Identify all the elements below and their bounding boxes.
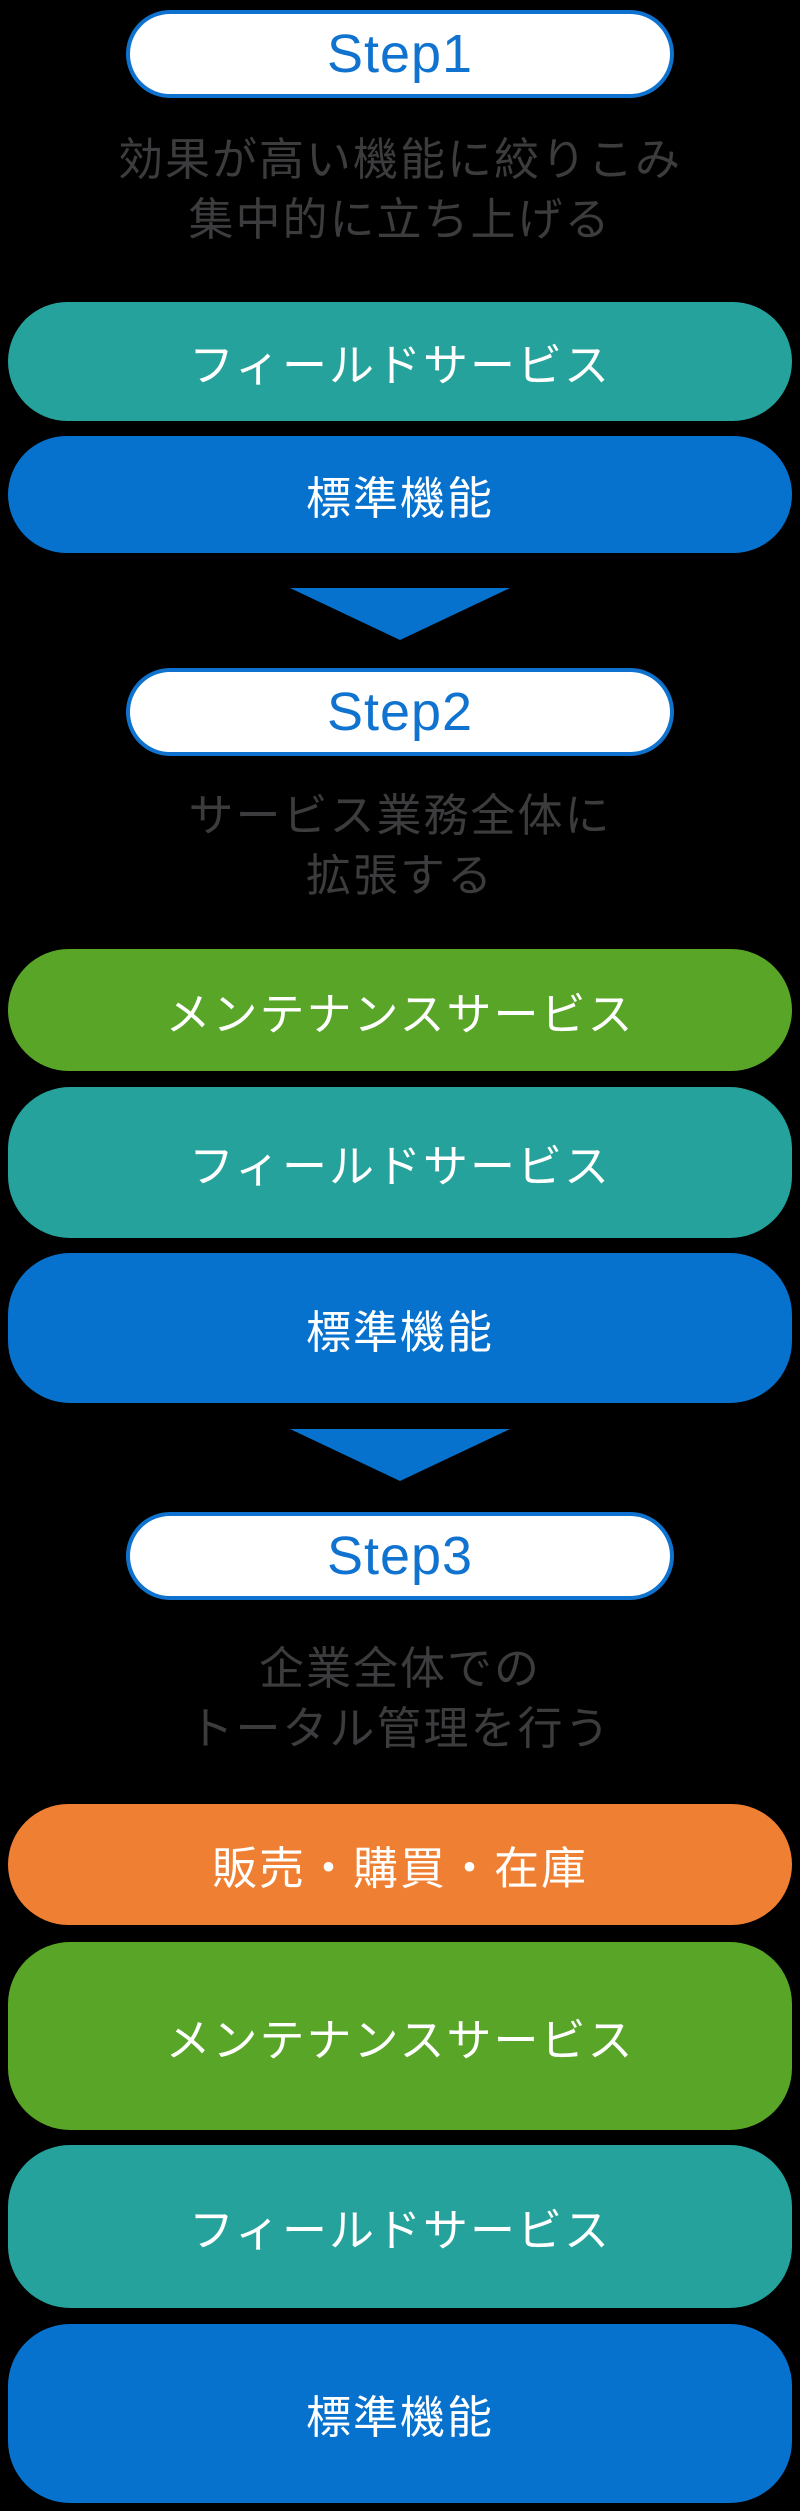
step3-description-line1: 企業全体での — [258, 1643, 541, 1694]
step3-badge: Step3 — [126, 1512, 674, 1600]
step3-layer-maintenance-service: メンテナンスサービス — [8, 1942, 792, 2130]
step1-layer-field-service-label: フィールドサービス — [188, 340, 612, 391]
step3-badge-label: Step3 — [326, 1526, 474, 1586]
step3-description-line2: トータル管理を行う — [188, 1703, 612, 1754]
step3-description: 企業全体での トータル管理を行う — [0, 1639, 800, 1759]
step3-layer-standard-functions-label: 標準機能 — [305, 2392, 494, 2443]
step2-description-line2: 拡張する — [305, 850, 494, 901]
step3-layer-standard-functions: 標準機能 — [8, 2324, 792, 2503]
step3-layer-field-service: フィールドサービス — [8, 2145, 792, 2308]
step1-layer-standard-functions: 標準機能 — [8, 436, 792, 553]
step2-badge-label: Step2 — [326, 682, 474, 742]
step2-description: サービス業務全体に 拡張する — [0, 786, 800, 906]
step1-description: 効果が高い機能に絞りこみ 集中的に立ち上げる — [0, 130, 800, 250]
down-arrow-icon — [290, 588, 510, 640]
step1-badge-label: Step1 — [326, 24, 474, 84]
step1-description-line2: 集中的に立ち上げる — [188, 194, 612, 245]
step1-description-line1: 効果が高い機能に絞りこみ — [117, 134, 682, 185]
step2-layer-field-service: フィールドサービス — [8, 1087, 792, 1238]
step2-layer-standard-functions: 標準機能 — [8, 1253, 792, 1403]
step3-layer-sales-purchasing-inventory-label: 販売・購買・在庫 — [211, 1843, 588, 1894]
down-arrow-icon — [290, 1429, 510, 1481]
step2-badge: Step2 — [126, 668, 674, 756]
step2-layer-maintenance-service-label: メンテナンスサービス — [165, 988, 635, 1040]
step1-badge: Step1 — [126, 10, 674, 98]
step3-layer-maintenance-service-label: メンテナンスサービス — [165, 2014, 635, 2066]
step2-layer-standard-functions-label: 標準機能 — [305, 1306, 494, 1358]
step3-layer-sales-purchasing-inventory: 販売・購買・在庫 — [8, 1804, 792, 1925]
step3-layer-field-service-label: フィールドサービス — [188, 2205, 612, 2256]
step1-layer-standard-functions-label: 標準機能 — [305, 473, 494, 524]
step2-layer-maintenance-service: メンテナンスサービス — [8, 949, 792, 1071]
step2-layer-field-service-label: フィールドサービス — [188, 1141, 612, 1192]
step1-layer-field-service: フィールドサービス — [8, 302, 792, 421]
step2-description-line1: サービス業務全体に — [188, 790, 612, 841]
